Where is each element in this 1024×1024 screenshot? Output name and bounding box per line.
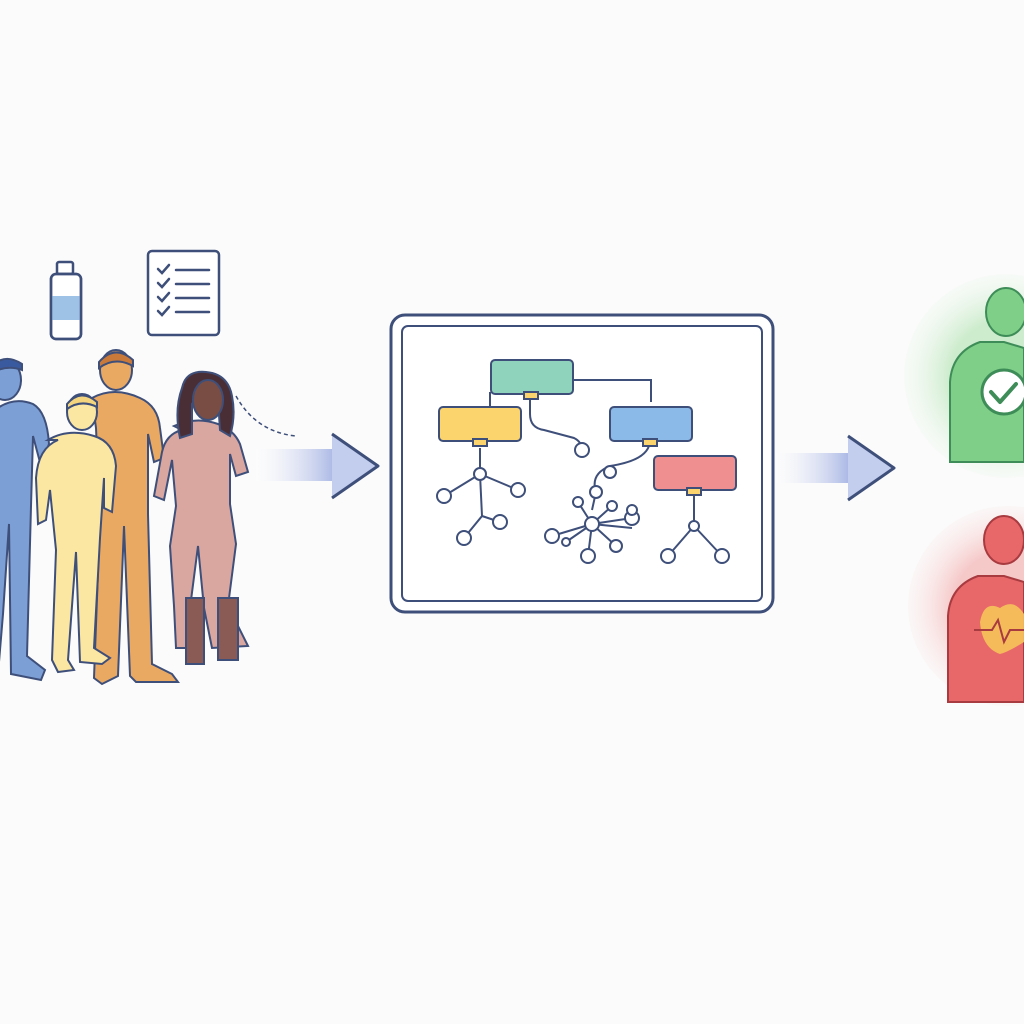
checklist-icon [146, 249, 221, 337]
node-box-green [490, 359, 574, 395]
person-orange [90, 349, 180, 686]
flow-line [235, 395, 297, 437]
outcome-healthy [904, 274, 1024, 478]
node-box-red [653, 455, 737, 491]
node-box-blue [609, 406, 693, 442]
water-bottle-icon [49, 260, 83, 341]
outcome-cardiac-risk [908, 506, 1024, 706]
arrow-left [256, 432, 380, 500]
person-blue [0, 357, 51, 682]
heart-ecg-icon [974, 604, 1024, 654]
person-yellow [34, 393, 118, 674]
model-network [389, 313, 775, 614]
patient-cohort [0, 249, 297, 686]
node-box-yellow [438, 406, 522, 442]
arrow-right [776, 434, 896, 502]
checkmark-icon [980, 368, 1024, 416]
health-outcomes [904, 274, 1024, 706]
person-pink [152, 370, 250, 665]
